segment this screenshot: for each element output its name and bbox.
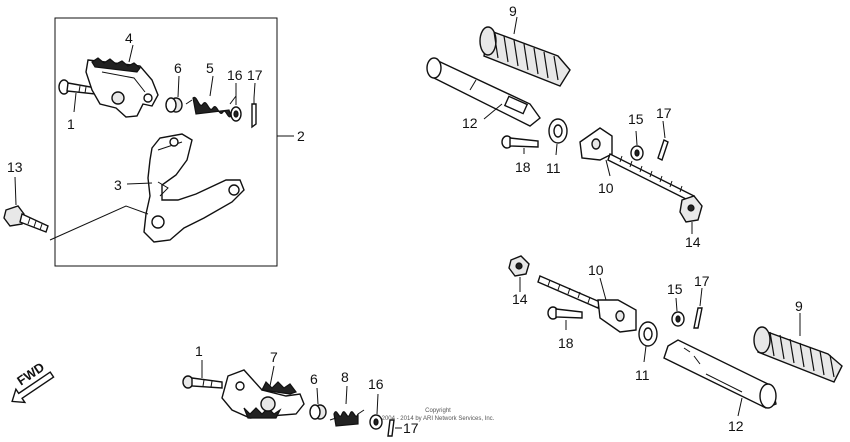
bolt-part-13 (3, 205, 49, 233)
peg-rubber-part-9-top (479, 26, 571, 87)
footpeg-part-4 (85, 57, 159, 118)
callout-14-bottom: 14 (512, 291, 528, 307)
callout-18-top: 18 (515, 159, 531, 175)
callout-17-bottom-right: 17 (694, 273, 710, 289)
spring-part-5 (185, 95, 237, 118)
washer-part-16 (230, 106, 242, 122)
callout-15-bottom: 15 (667, 281, 683, 297)
peg-rubber-part-9-bottom (753, 326, 843, 383)
callout-15-top: 15 (628, 111, 644, 127)
collar-part-6 (165, 97, 183, 113)
fwd-direction-indicator: FWD (11, 359, 55, 404)
callout-11-top: 11 (546, 160, 561, 176)
bolt-part-1 (58, 79, 97, 95)
footpeg-part-7 (221, 369, 305, 419)
callout-17-right-top: 17 (656, 105, 672, 121)
footpeg-part-12-top (426, 57, 541, 127)
washer-part-11-bottom (638, 321, 658, 347)
copyright-notice: Copyright 2004 - 2014 by ARI Network Ser… (382, 408, 495, 422)
spring-part-8 (329, 409, 365, 427)
callout-18-bottom: 18 (558, 335, 574, 351)
callout-1-top: 1 (67, 116, 75, 132)
callout-6-top: 6 (174, 60, 182, 76)
washer-part-16-bottom (369, 414, 383, 430)
clevis-part-10-bottom (537, 275, 637, 333)
pin-part-18-top (501, 135, 539, 149)
callout-10-bottom: 10 (588, 262, 604, 278)
callout-16-top: 16 (227, 67, 243, 83)
callout-8: 8 (341, 369, 349, 385)
nut-part-14-top (679, 195, 703, 223)
callout-16-bottom: 16 (368, 376, 384, 392)
callout-2: 2 (297, 128, 305, 144)
callout-3: 3 (114, 177, 122, 193)
callout-9-bottom: 9 (795, 298, 803, 314)
footpeg-part-12-bottom (663, 339, 777, 409)
cotter-pin-part-17-top (657, 139, 669, 161)
callout-5-top: 5 (206, 60, 214, 76)
callout-13: 13 (7, 159, 23, 175)
nut-part-14-bottom (508, 255, 530, 277)
collar-part-6-bottom (309, 404, 327, 420)
cotter-pin-part-17 (251, 98, 257, 129)
callout-11-bottom: 11 (635, 367, 650, 383)
callout-14-top: 14 (685, 234, 701, 250)
cotter-pin-part-17-bottom (693, 307, 703, 329)
copyright-line-2: 2004 - 2014 by ARI Network Services, Inc… (382, 416, 495, 422)
nut-part-15-top (630, 145, 644, 161)
washer-part-11-top (548, 118, 568, 144)
callout-6-bottom: 6 (310, 371, 318, 387)
pin-part-18-bottom (547, 306, 583, 320)
callout-12-top: 12 (462, 115, 478, 131)
cotter-pin-part-17-bottom-left (387, 419, 395, 437)
callout-10-top: 10 (598, 180, 614, 196)
callout-17-top: 17 (247, 67, 263, 83)
rear-footpeg-assembly-box: 2 (54, 17, 305, 267)
bracket-part-3 (143, 133, 245, 243)
nut-part-15-bottom (671, 311, 685, 327)
bolt-part-1-bottom (182, 375, 223, 389)
callout-17-bottom-left: 17 (403, 420, 419, 436)
clevis-part-10-top (579, 127, 695, 203)
callout-7: 7 (270, 349, 278, 365)
callout-1-bottom: 1 (195, 343, 203, 359)
callout-4-top: 4 (125, 30, 133, 46)
callout-12-bottom: 12 (728, 418, 744, 434)
copyright-line-1: Copyright (425, 408, 451, 414)
callout-9-top-label: 9 (509, 3, 517, 19)
